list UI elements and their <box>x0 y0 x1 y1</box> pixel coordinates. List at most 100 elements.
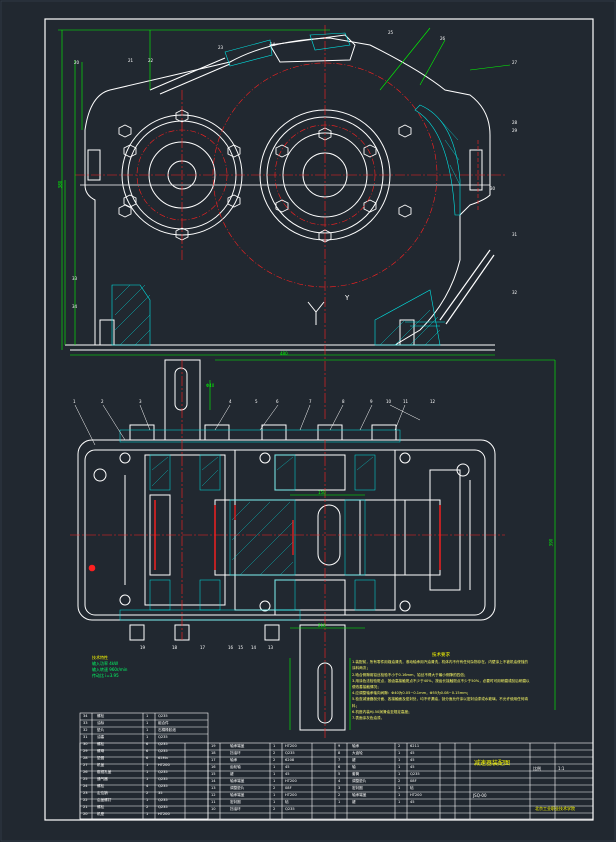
bom-cell-name: 大齿轮 <box>352 751 363 755</box>
bom-cell-no: 9 <box>338 744 341 748</box>
bom-cell-qty: 2 <box>398 779 401 783</box>
callout-13: 13 <box>268 645 274 650</box>
dim-plan-length: 390 <box>548 538 554 547</box>
bom-cell-material: 45 <box>285 765 290 769</box>
bom-cell-name: 调整垫片 <box>230 786 245 790</box>
view-label: Y <box>345 294 350 302</box>
bom-cell-material: Q235 <box>158 742 168 746</box>
bom-cell-material: Q235 <box>158 749 168 753</box>
callout-22: 22 <box>148 58 154 63</box>
note-line: 5.检查减速器剖分面、各接触面及密封处，均不许漏油，剖分面允许涂以密封油漆或水玻… <box>352 697 528 708</box>
bom-cell-name: 调整垫片 <box>352 779 367 783</box>
bom-cell-name: 挡油环 <box>230 751 241 755</box>
bom-cell-material: 45 <box>410 800 415 804</box>
drawing-title: 减速器装配图 <box>474 760 511 767</box>
bom-cell-material: 6211 <box>410 744 420 748</box>
dim-shaft: Φ40 <box>206 383 215 388</box>
bom-cell-name: 通气器 <box>97 777 108 781</box>
bom-cell-name: 垫片 <box>97 728 105 732</box>
callout-5: 5 <box>255 399 258 404</box>
callout-10: 10 <box>386 399 392 404</box>
bom-cell-no: 25 <box>83 777 88 781</box>
bom-cell-name: 螺栓 <box>97 714 105 718</box>
bom-cell-material: 石棉橡胶纸 <box>158 728 176 732</box>
bom-cell-qty: 2 <box>273 786 276 790</box>
callout-33: 33 <box>72 276 78 281</box>
callout-6: 6 <box>276 399 279 404</box>
bom-cell-name: 挡油环 <box>230 807 241 811</box>
callout-9: 9 <box>370 399 373 404</box>
tech-params: 技术特性 输入功率 4kW 输入转速 960r/min 传动比 i=3.95 <box>92 655 127 679</box>
bom-cell-qty: 1 <box>146 812 149 816</box>
callout-30: 30 <box>490 186 496 191</box>
callout-23: 23 <box>218 45 224 50</box>
bom-cell-no: 4 <box>338 779 341 783</box>
bom-cell-name: 齿轮轴 <box>230 765 241 769</box>
callout-26: 26 <box>440 36 446 41</box>
bom-cell-name: 键 <box>230 772 234 776</box>
drawing-number: JSQ-00 <box>473 793 487 798</box>
bom-cell-no: 12 <box>211 793 216 797</box>
callout-20: 20 <box>74 60 80 65</box>
dim-center-distance: 150 <box>318 490 326 495</box>
bom-cell-qty: 1 <box>146 770 149 774</box>
bom-cell-qty: 1 <box>398 758 401 762</box>
bom-cell-material: HT200 <box>285 744 297 748</box>
plan-dimensions <box>209 359 556 730</box>
note-line: 7.表面涂灰色油漆。 <box>352 716 385 721</box>
bom-cell-material: 45 <box>410 758 415 762</box>
bom-cell-no: 6 <box>338 765 341 769</box>
note-line: 4.应调整轴承轴向间隙：Φ40为0.05~0.1mm，Φ55为0.08~0.15… <box>352 691 471 696</box>
bom-cell-material: 毡 <box>410 786 414 790</box>
bom-cell-name: 轴承 <box>352 744 360 748</box>
tech-param-line: 输入功率 4kW <box>92 661 119 666</box>
bom-cell-material: Q235 <box>158 714 168 718</box>
bom-cell-name: 垫圈 <box>97 756 105 760</box>
bom-cell-qty: 6 <box>146 756 149 760</box>
callout-24: 24 <box>270 42 276 47</box>
front-view <box>65 34 495 351</box>
bom-cell-qty: 1 <box>273 793 276 797</box>
bom-cell-material: 组合件 <box>158 721 169 725</box>
bom-cell-qty: 1 <box>398 751 401 755</box>
bom-cell-qty: 2 <box>146 805 149 809</box>
bom-cell-name: 轴 <box>352 765 356 769</box>
bom-cell-no: 8 <box>338 751 341 755</box>
bom-cell-material: Q235 <box>158 735 168 739</box>
bom-cell-material: Q235 <box>158 784 168 788</box>
callout-31: 31 <box>512 232 518 237</box>
bom-cell-name: 轴承端盖 <box>230 793 245 797</box>
bom-cell-no: 5 <box>338 772 341 776</box>
technical-requirements: 技术要求 1.装配前，所有零件用煤油清洗，滚动轴承用汽油清洗，机体内不许有任何杂… <box>352 653 530 721</box>
bom-cell-material: Q235 <box>158 798 168 802</box>
bom-cell-qty: 2 <box>273 807 276 811</box>
bom-cell-material: Q235 <box>285 751 295 755</box>
front-dimensions <box>58 27 511 356</box>
bom-cell-qty: 2 <box>146 791 149 795</box>
bom-cell-material: 毡 <box>285 800 289 804</box>
bom-cell-no: 16 <box>211 765 216 769</box>
note-line: 6.机座内装HJ-50润滑油至规定高度； <box>352 709 412 714</box>
bom-cell-material: 08F <box>410 779 417 783</box>
bom-cell-material: HT200 <box>158 812 170 816</box>
plan-centerlines <box>70 360 505 740</box>
bom-cell-no: 24 <box>83 784 88 788</box>
bom-cell-name: 键 <box>352 800 356 804</box>
bom-cell-no: 26 <box>83 770 88 774</box>
bom-cell-name: 螺栓 <box>97 784 105 788</box>
bom-cell-name: 密封圈 <box>352 786 363 790</box>
bom-cell-qty: 1 <box>146 763 149 767</box>
callout-17: 17 <box>200 645 206 650</box>
bom-cell-name: 轴承端盖 <box>230 779 245 783</box>
callout-1: 1 <box>73 399 76 404</box>
callout-28: 28 <box>512 120 518 125</box>
callout-8: 8 <box>342 399 345 404</box>
bom-cell-qty: 1 <box>146 721 149 725</box>
bom-cell-name: 轴承端盖 <box>352 793 367 797</box>
note-line: 3.用涂色法检验斑点，按齿高接触斑点不少于40%，按齿长接触斑点不少于50%，必… <box>352 678 530 690</box>
bom-cell-material: 6208 <box>285 758 295 762</box>
bom-cell-no: 10 <box>211 807 216 811</box>
dim-top-width: 480 <box>280 351 288 356</box>
front-centerlines <box>75 25 505 420</box>
